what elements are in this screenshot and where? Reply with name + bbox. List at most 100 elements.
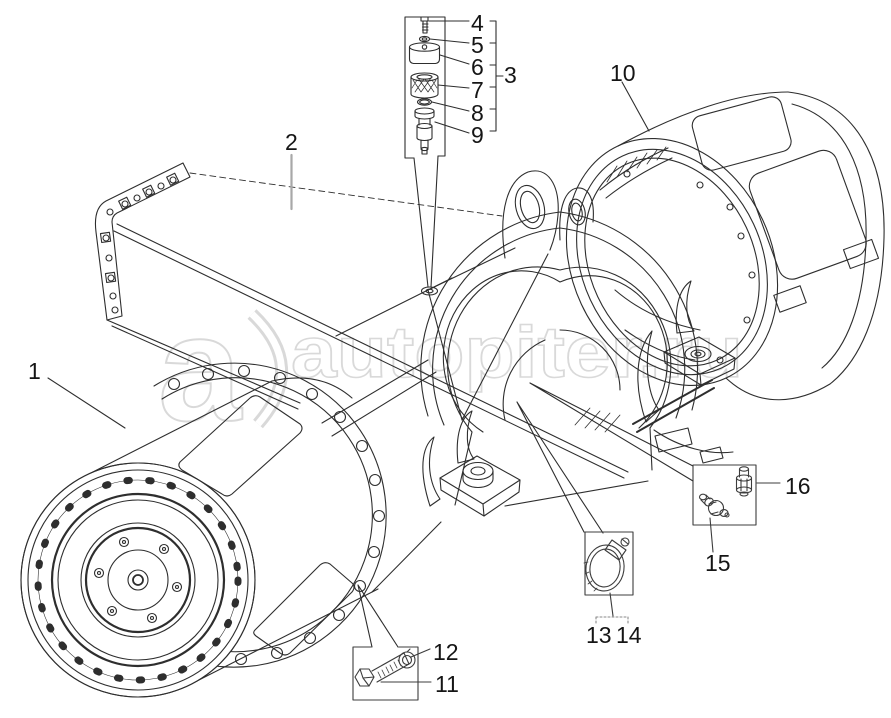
drum-bottom-silhouette [725,377,831,401]
lifting-eye-large [502,170,559,259]
breather-cap [408,42,441,65]
drum-body-silhouette [84,380,379,685]
leader-lines [47,81,694,648]
leader-6 [439,54,470,65]
part-label-8: 8 [471,100,484,126]
part-label-12: 12 [433,639,459,665]
brake-shoe-detail [502,329,715,433]
callout-box-13-14 [583,531,634,624]
part-label-14: 14 [616,622,642,648]
part-label-16: 16 [785,473,811,499]
drum-window [253,562,355,656]
tube-top-edge [335,277,453,337]
pad-fin [422,436,441,507]
breather-filter [410,72,439,99]
part-label-4: 4 [471,10,484,36]
part-label-9: 9 [471,122,484,148]
lock-washer [398,648,416,669]
wedge-to-box-15-16 [529,382,694,482]
plate-lower-edge [113,223,629,479]
spring-pad-left [422,410,521,517]
callout-box-11-12 [352,646,432,701]
part-label-5: 5 [471,32,484,58]
box-outline [692,464,757,526]
brake-lining-hatch [599,146,673,199]
sensor-fitting-15 [698,493,730,518]
leader-7 [437,84,470,89]
arch-legs [454,427,653,506]
tube-right-bottom [653,429,734,454]
pad-fin [675,280,695,334]
drum-rim-inner [584,157,760,367]
part-label-15: 15 [705,550,731,576]
box-outline [584,531,634,596]
arch-opening [447,266,672,433]
shoe-web-curves [614,289,701,361]
part-label-1: 1 [28,358,41,384]
wedge-to-box-11-12 [357,584,399,648]
drum-top-silhouette [617,91,789,147]
breather-washer [418,35,431,43]
leader-15 [709,517,714,553]
leader-10 [621,81,650,132]
watermark: a autopiter.ru [157,283,744,453]
part-label-6: 6 [471,54,484,80]
drum-face-bg [20,462,256,698]
group-bracket-3 [489,20,504,132]
breather-oring [416,98,433,106]
breather-valve-body [414,107,435,155]
watermark-logo-icon: a [158,284,243,452]
axle-housing [321,170,736,593]
leader-13-14 [609,592,614,617]
breather-pointer [413,155,439,288]
drum-rim-outer [565,137,779,387]
arch-inner [442,270,668,433]
right-brake-drum [565,91,885,464]
spring-pad-right [637,280,736,423]
hose-clamp [583,537,630,592]
part-label-3: 3 [504,62,517,88]
plate-top-edge [189,172,503,217]
drum-window [178,395,303,497]
drum-rim-mid [576,148,768,376]
breather-assembly [404,16,504,296]
part-label-7: 7 [471,77,484,103]
left-hub-drum [20,377,379,698]
bracket-13-14 [595,616,629,624]
drum-back-face [787,91,885,385]
part-label-10: 10 [610,60,636,86]
part-label-2: 2 [285,129,298,155]
part-label-13: 13 [586,622,612,648]
bottom-tab [654,427,724,464]
hub-flange-ring [153,362,387,668]
leader-12 [410,648,431,658]
callout-box-15-16 [692,464,781,553]
leader-1 [47,377,126,429]
drum-window [748,149,867,280]
pad-fin [637,330,660,423]
plate-front-edge [106,319,301,410]
drum-back-inner [791,103,867,369]
breather-fitting-16 [735,466,753,497]
leader-9 [434,121,470,134]
drum-back-edge [271,377,353,399]
guard-plate [94,162,629,479]
drum-window [691,96,792,171]
part-label-11: 11 [435,671,459,697]
bracket-holes [99,172,180,314]
hub-cap [107,549,169,611]
watermark-swoosh-inner [249,311,285,427]
breather-bolt [420,16,429,34]
bowl-outer [420,211,699,417]
leader-5 [429,38,470,44]
adjuster-slot [773,285,807,313]
hub-cap-bolts [93,536,183,624]
leader-8 [431,101,470,112]
adjuster-slot [842,238,880,270]
pad-fin [456,410,475,464]
hex-bolt [354,652,410,687]
wedge-to-box-13-14 [516,401,604,534]
tube-left-edges [321,359,437,437]
